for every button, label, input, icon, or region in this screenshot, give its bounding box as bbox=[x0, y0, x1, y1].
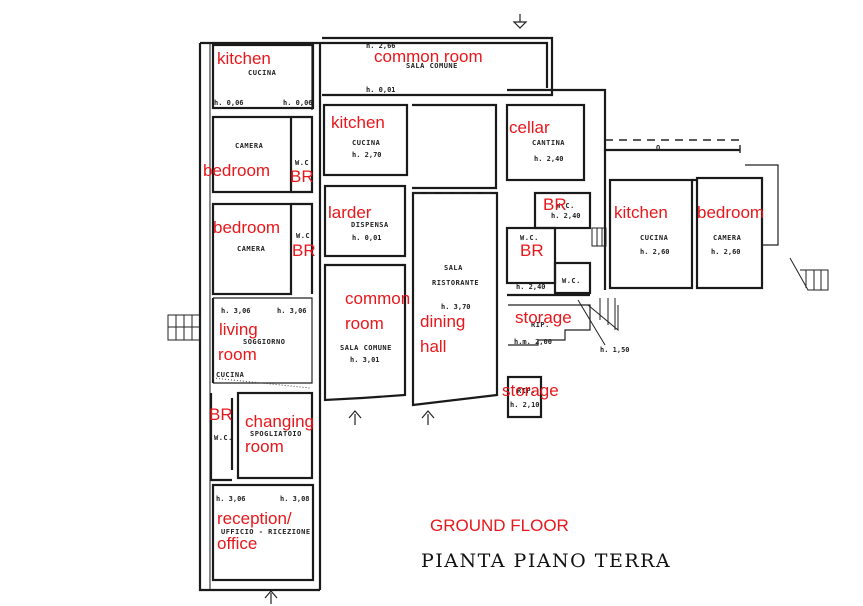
label-camera-nw: CAMERA bbox=[235, 142, 264, 150]
en-kitchen-east: kitchen bbox=[614, 203, 668, 222]
height-wc-east-upper: h. 2,40 bbox=[551, 212, 581, 220]
height-rip-stair: h. 1,50 bbox=[600, 346, 630, 354]
height-cantina: h. 2,40 bbox=[534, 155, 564, 163]
height-rip-east: h.m. 2,00 bbox=[514, 338, 552, 346]
far-east-stair bbox=[789, 257, 829, 291]
label-wc-west: W.C. bbox=[296, 232, 315, 240]
entrance-south-icon-3 bbox=[264, 590, 278, 604]
en-bedroom-east: bedroom bbox=[697, 203, 764, 222]
center-stair bbox=[591, 227, 607, 247]
en-bedroom-nw: bedroom bbox=[203, 161, 270, 180]
en-changing-room-1: changing bbox=[245, 412, 314, 431]
label-camera-east: CAMERA bbox=[713, 234, 742, 242]
en-common-room-center-2: room bbox=[345, 314, 384, 333]
entrance-south-icon-1 bbox=[348, 410, 362, 425]
height-sala-comune-n-b: h. 0,01 bbox=[366, 86, 396, 94]
label-sala: SALA bbox=[444, 264, 463, 272]
en-kitchen-nw: kitchen bbox=[217, 49, 271, 68]
entrance-south-icon-2 bbox=[421, 410, 435, 425]
height-cucina-east: h. 2,60 bbox=[640, 248, 670, 256]
label-wc-east-lower: W.C. bbox=[520, 234, 539, 242]
en-common-room-n: common room bbox=[374, 47, 483, 66]
height-soggiorno-b: h. 3,06 bbox=[277, 307, 307, 315]
en-storage-south: storage bbox=[502, 381, 559, 400]
label-cantina: CANTINA bbox=[532, 139, 565, 147]
label-wc-east: W.C. bbox=[562, 277, 581, 285]
en-br-nw: BR bbox=[290, 167, 314, 186]
height-cucina-center: h. 2,70 bbox=[352, 151, 382, 159]
label-rip-east: RIP. bbox=[531, 321, 550, 329]
label-rip-south: RIP. bbox=[517, 387, 536, 395]
label-cucina-small: CUCINA bbox=[216, 371, 245, 379]
en-reception-2: office bbox=[217, 534, 257, 553]
height-camera-east: h. 2,60 bbox=[711, 248, 741, 256]
label-cucina-east: CUCINA bbox=[640, 234, 669, 242]
en-br-east-upper: BR bbox=[543, 195, 567, 214]
label-ufficio: UFFICIO - RICEZIONE bbox=[221, 528, 311, 536]
west-stair bbox=[167, 314, 201, 341]
height-cucina-nw-b: h. 0,06 bbox=[283, 99, 313, 107]
label-camera-west: CAMERA bbox=[237, 245, 266, 253]
height-sala-ristorante: h. 3,70 bbox=[441, 303, 471, 311]
label-ristorante: RISTORANTE bbox=[432, 279, 479, 287]
height-rip-south: h. 2,10 bbox=[510, 401, 540, 409]
en-br-south: BR bbox=[209, 405, 233, 424]
italian-labels: CUCINA SALA COMUNE CUCINA CANTINA CAMERA… bbox=[214, 62, 742, 536]
label-soggiorno: SOGGIORNO bbox=[243, 338, 285, 346]
en-common-room-center-1: common bbox=[345, 289, 410, 308]
label-wc-south: W.C. bbox=[214, 434, 233, 442]
label-cucina-nw: CUCINA bbox=[248, 69, 277, 77]
en-storage-east: storage bbox=[515, 308, 572, 327]
east-stair bbox=[577, 298, 619, 346]
label-sala-comune-n: SALA COMUNE bbox=[406, 62, 458, 70]
label-wc-nw: W.C bbox=[295, 159, 309, 167]
en-br-east-lower: BR bbox=[520, 241, 544, 260]
height-dispensa: h. 0,01 bbox=[352, 234, 382, 242]
en-cellar: cellar bbox=[509, 118, 550, 137]
en-dining-hall-2: hall bbox=[420, 337, 446, 356]
height-ufficio-a: h. 3,06 bbox=[216, 495, 246, 503]
label-wc-east-upper: W.C. bbox=[556, 202, 575, 210]
height-sala-comune-n-a: h. 2,66 bbox=[366, 42, 396, 50]
height-soggiorno-a: h. 3,06 bbox=[221, 307, 251, 315]
en-br-west: BR bbox=[292, 241, 316, 260]
height-corridor-east: h. 2,40 bbox=[516, 283, 546, 291]
height-sala-comune-center: h. 3,01 bbox=[350, 356, 380, 364]
dashed-area-mark: O bbox=[656, 144, 660, 152]
en-reception-1: reception/ bbox=[217, 509, 292, 528]
height-cucina-nw-a: h. 0,06 bbox=[214, 99, 244, 107]
height-ufficio-b: h. 3,08 bbox=[280, 495, 310, 503]
en-living-room-2: room bbox=[218, 345, 257, 364]
title-english: GROUND FLOOR bbox=[430, 516, 569, 535]
en-dining-hall-1: dining bbox=[420, 312, 465, 331]
en-changing-room-2: room bbox=[245, 437, 284, 456]
label-sala-comune-center: SALA COMUNE bbox=[340, 344, 392, 352]
label-cucina-center: CUCINA bbox=[352, 139, 381, 147]
title-italian: PIANTA PIANO TERRA bbox=[421, 550, 671, 572]
height-labels: h. 0,06 h. 0,06 h. 2,66 h. 0,01 h. 2,70 … bbox=[214, 42, 741, 503]
label-spogliatoio: SPOGLIATOIO bbox=[250, 430, 302, 438]
entrance-north-icon bbox=[512, 14, 528, 29]
building-walls bbox=[198, 36, 779, 592]
en-kitchen-center: kitchen bbox=[331, 113, 385, 132]
en-larder: larder bbox=[328, 203, 372, 222]
en-bedroom-west: bedroom bbox=[213, 218, 280, 237]
english-labels: kitchen common room kitchen cellar bedro… bbox=[203, 47, 764, 553]
label-dispensa: DISPENSA bbox=[351, 221, 389, 229]
en-living-room-1: living bbox=[219, 320, 258, 339]
